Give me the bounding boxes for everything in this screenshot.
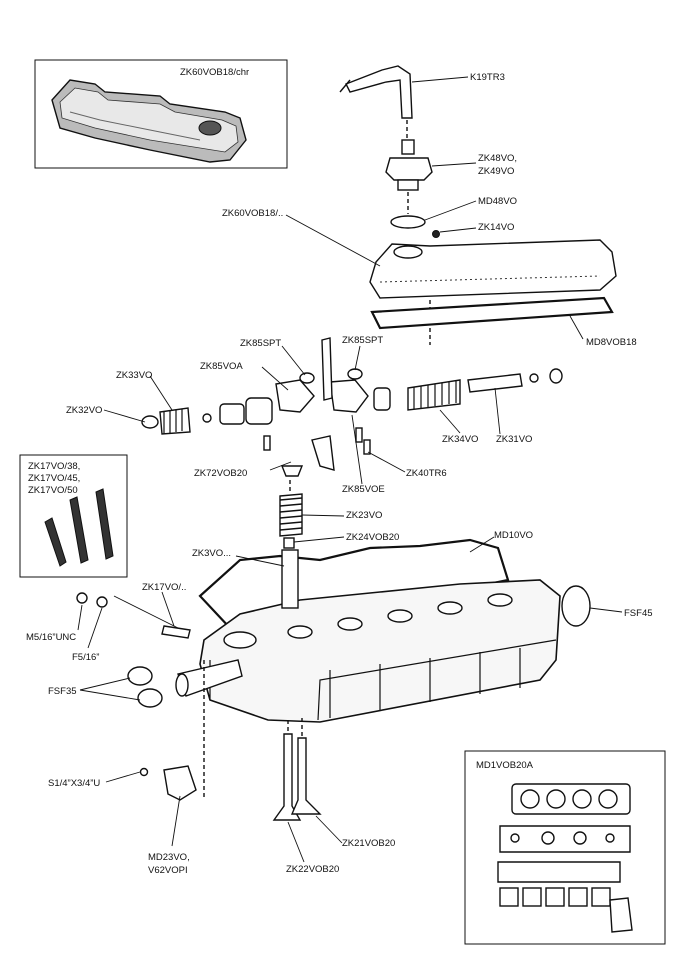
inset-studs-label-2: ZK17VO/45, <box>28 473 80 484</box>
callout-labels: K19TR3 ZK48VO, ZK49VO MD48VO ZK14VO ZK60… <box>26 72 653 876</box>
callout-zk85voe: ZK85VOE <box>342 484 385 495</box>
fsf35-gasket-1 <box>127 666 153 686</box>
callout-zk49vo: ZK49VO <box>478 166 514 177</box>
callout-zk60vob18: ZK60VOB18/.. <box>222 208 283 219</box>
callout-zk34vo: ZK34VO <box>442 434 478 445</box>
inset-gasket-set-label: MD1VOB20A <box>476 760 534 771</box>
callout-md10vo: MD10VO <box>494 530 533 541</box>
exhaust-gasket <box>497 861 621 883</box>
callout-md23vo: MD23VO, <box>148 852 190 863</box>
rocker-cover-gasket <box>370 296 614 330</box>
manifold-gasket <box>499 825 631 853</box>
callout-zk72vob20: ZK72VOB20 <box>194 468 247 479</box>
callout-zk85spt-left: ZK85SPT <box>240 338 281 349</box>
callout-zk48vo: ZK48VO, <box>478 153 517 164</box>
rocker-cover <box>369 239 617 299</box>
callout-zk24vob20: ZK24VOB20 <box>346 532 399 543</box>
rocker-shaft-assembly <box>141 337 563 471</box>
stud-short <box>44 517 67 567</box>
cap-seal <box>390 215 426 229</box>
callout-zk32vo: ZK32VO <box>66 405 102 416</box>
callout-zk14vo: ZK14VO <box>478 222 514 233</box>
callout-md8vob18: MD8VOB18 <box>586 337 637 348</box>
plate-screw <box>139 767 149 777</box>
inset-studs-label-3: ZK17VO/50 <box>28 485 78 496</box>
nut-unc <box>76 592 88 604</box>
cover-screw <box>432 230 440 238</box>
inset-studs: ZK17VO/38, ZK17VO/45, ZK17VO/50 <box>19 454 128 578</box>
callout-fsf35: FSF35 <box>48 686 77 697</box>
callout-zk85spt-right: ZK85SPT <box>342 335 383 346</box>
thermostat-gasket <box>561 585 591 627</box>
callout-zk17vo: ZK17VO/.. <box>142 582 186 593</box>
callout-fsf45: FSF45 <box>624 608 653 619</box>
valve-spring-stack <box>279 465 304 549</box>
callout-s1-4x3-4u: S1/4”X3/4”U <box>48 778 100 789</box>
washer-f5-16 <box>96 596 108 608</box>
callout-md48vo: MD48VO <box>478 196 517 207</box>
oil-filler-cap <box>385 139 433 191</box>
callout-zk3vo: ZK3VO... <box>192 548 231 559</box>
callout-zk21vob20: ZK21VOB20 <box>342 838 395 849</box>
callout-k19tr3: K19TR3 <box>470 72 505 83</box>
inset-rocker-cover-label: ZK60VOB18/chr <box>180 67 249 78</box>
valves <box>272 733 322 821</box>
callout-zk85voa: ZK85VOA <box>200 361 243 372</box>
inset-studs-label-1: ZK17VO/38, <box>28 461 80 472</box>
callout-zk33vo: ZK33VO <box>116 370 152 381</box>
stud-medium <box>95 488 114 560</box>
leader-lines <box>77 76 623 863</box>
callout-zk31vo: ZK31VO <box>496 434 532 445</box>
callout-zk40tr6: ZK40TR6 <box>406 468 447 479</box>
stud-long <box>69 496 89 564</box>
inset-chrome-rocker-cover: ZK60VOB18/chr <box>34 59 288 169</box>
valve-guide <box>281 549 299 609</box>
cylinder-head <box>198 538 561 723</box>
blanking-plate <box>163 765 197 801</box>
pushrod-stem <box>321 337 333 401</box>
breather-hose <box>339 65 413 119</box>
callout-f5-16: F5/16” <box>72 652 99 663</box>
callout-m5-16-unc: M5/16”UNC <box>26 632 76 643</box>
inset-gasket-set: MD1VOB20A <box>464 750 666 945</box>
callout-zk22vob20: ZK22VOB20 <box>286 864 339 875</box>
callout-zk23vo: ZK23VO <box>346 510 382 521</box>
callout-v62vopi: V62VOPI <box>148 865 188 876</box>
long-stud <box>161 625 191 639</box>
head-gasket <box>511 783 631 815</box>
fsf35-gasket-2 <box>137 688 163 708</box>
